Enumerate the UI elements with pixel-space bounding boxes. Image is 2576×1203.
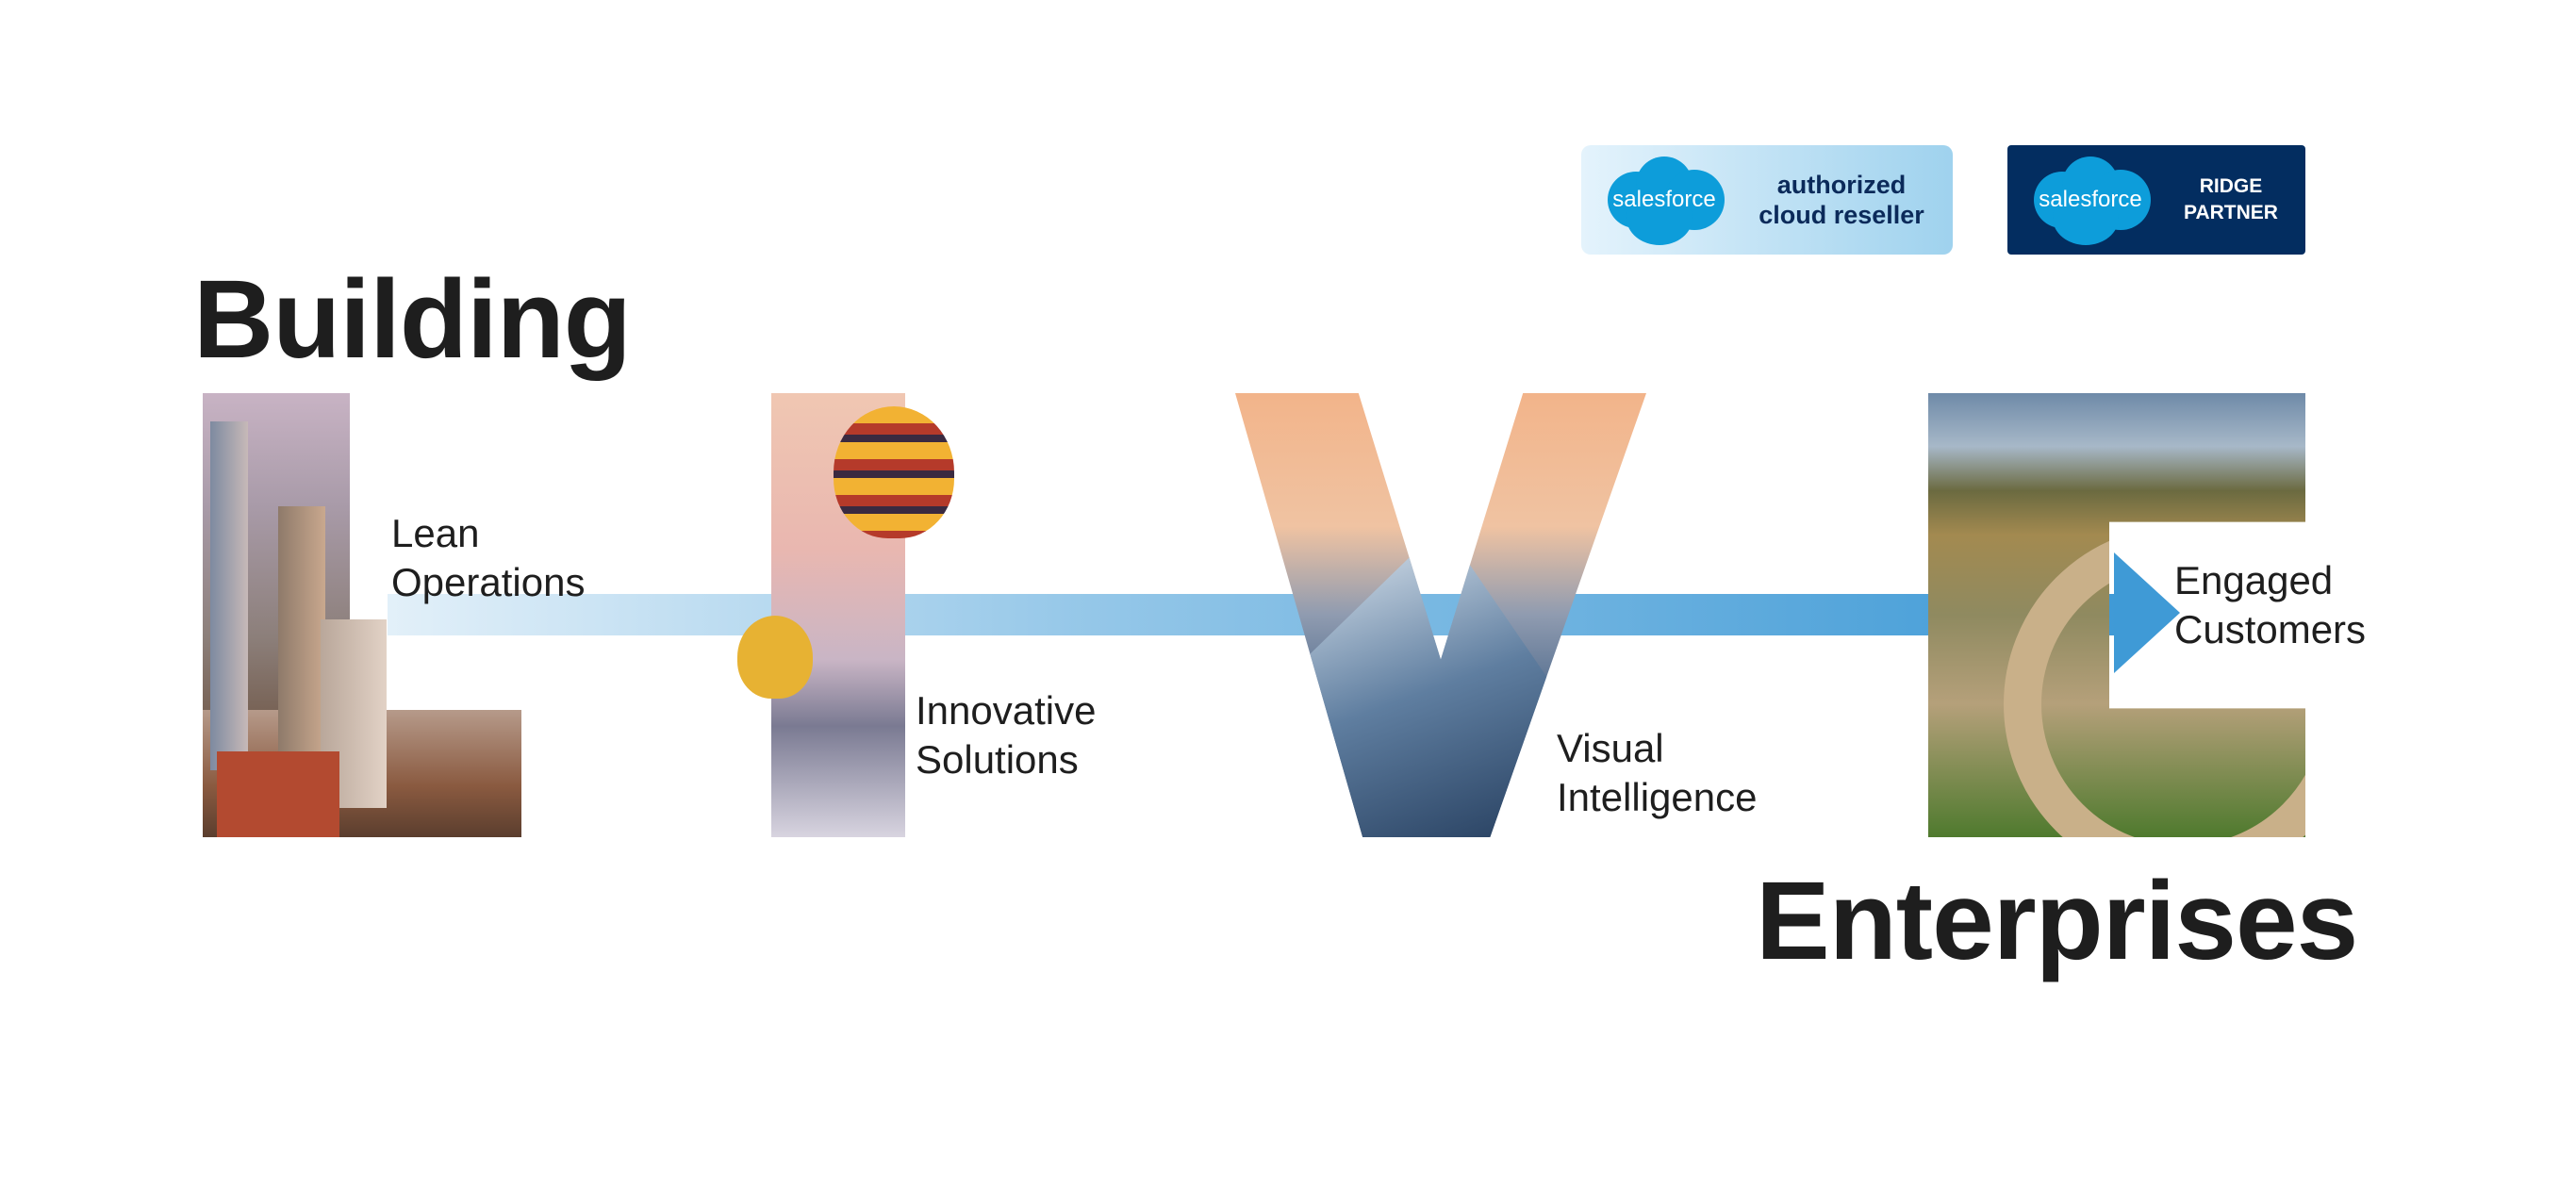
label-lean-operations: Lean Operations — [391, 511, 586, 604]
salesforce-logo: salesforce — [2024, 153, 2156, 247]
headline-top: Building — [193, 257, 632, 382]
badge-line: PARTNER — [2184, 202, 2278, 223]
badge-line: authorized — [1776, 171, 1907, 199]
label-engaged-customers: Engaged Customers — [2174, 558, 2367, 651]
letter-i-balloon-image — [737, 393, 954, 837]
label-visual-intelligence: Visual Intelligence — [1557, 726, 1758, 819]
ridge-partner-badge: salesforce RIDGE PARTNER — [2007, 145, 2305, 255]
balloon-icon — [737, 616, 813, 699]
arrow-head — [2114, 552, 2180, 673]
salesforce-logo: salesforce — [1598, 153, 1730, 247]
balloon-icon — [834, 406, 954, 538]
authorized-reseller-badge: salesforce authorized cloud reseller — [1581, 145, 1953, 255]
progress-arrow — [388, 594, 2118, 635]
badge-line: RIDGE — [2199, 175, 2263, 197]
badge-line: cloud reseller — [1759, 201, 1924, 229]
label-innovative-solutions: Innovative Solutions — [916, 688, 1097, 782]
letter-l-city-image — [203, 393, 521, 837]
headline-bottom: Enterprises — [1756, 859, 2358, 983]
